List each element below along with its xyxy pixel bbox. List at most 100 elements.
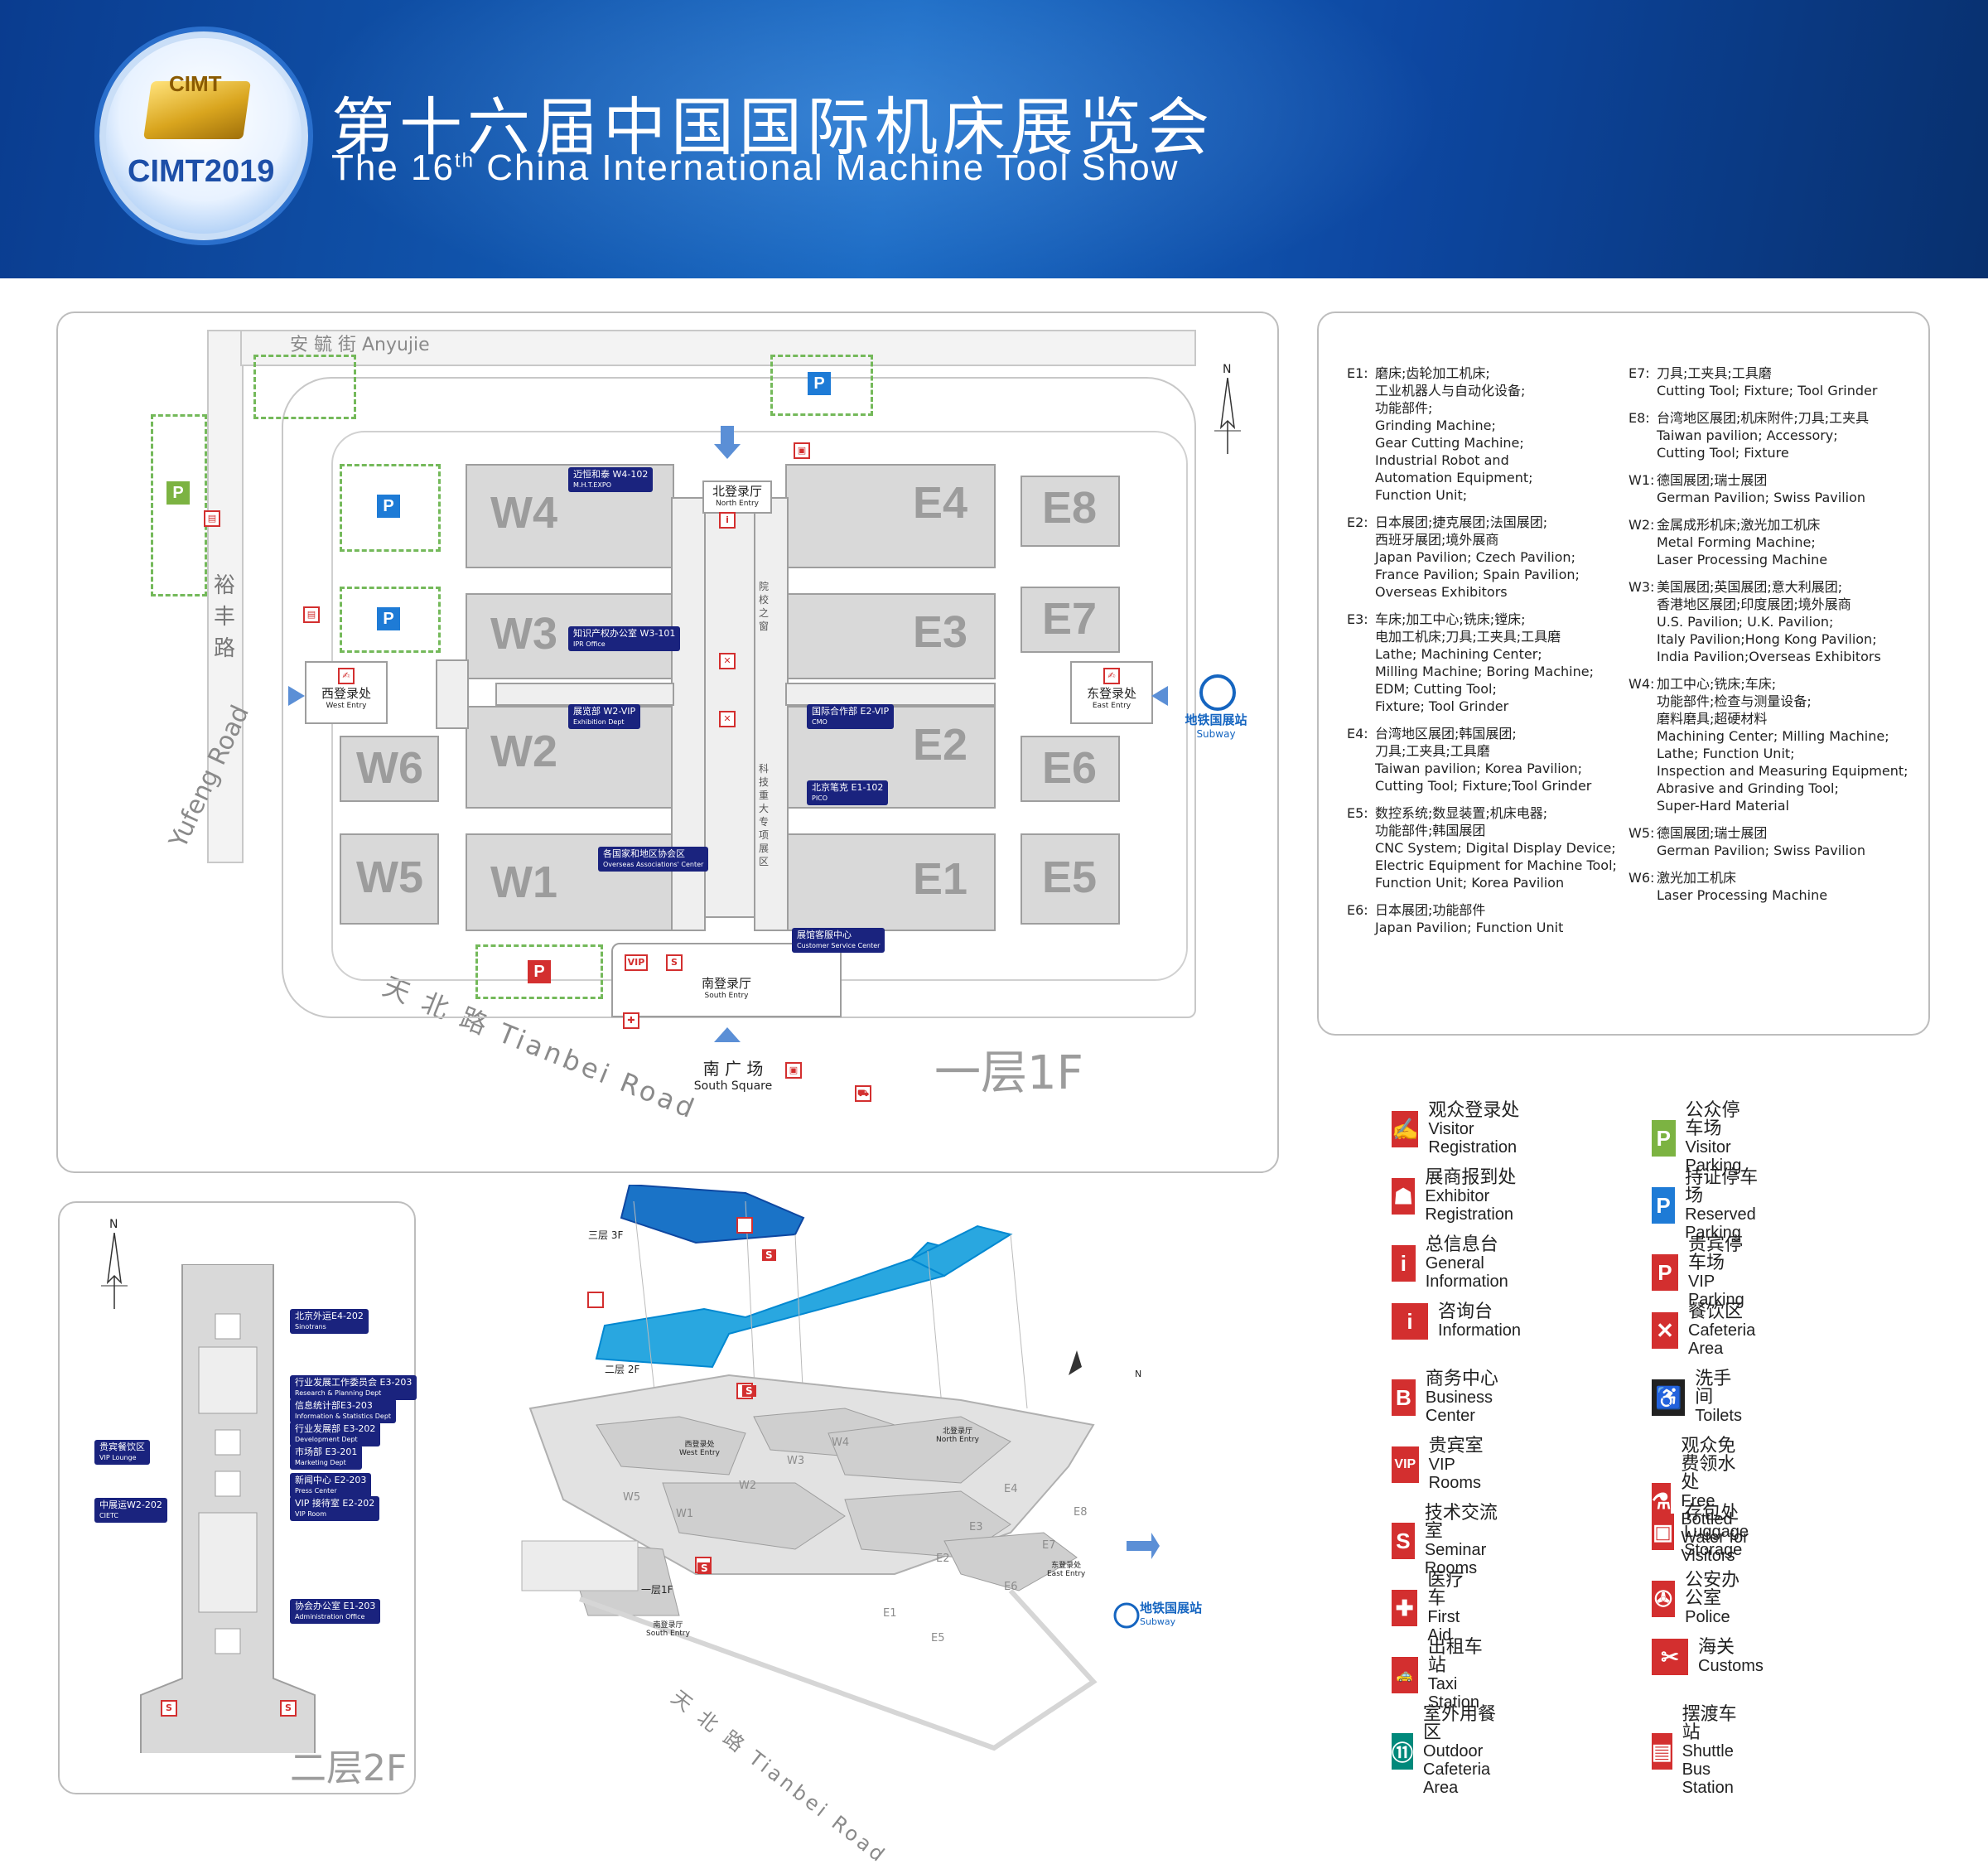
shuttle-bus-icon: ▤: [303, 606, 320, 623]
south-entry-cn: 南登录厅: [701, 976, 751, 991]
legend-hall-line: France Pavilion; Spain Pavilion;: [1375, 567, 1580, 582]
hall-w5[interactable]: W5: [340, 833, 439, 925]
legend-hall-line: Overseas Exhibitors: [1375, 584, 1508, 600]
east-arrow-icon: [1151, 686, 1168, 706]
legend-hall-line: Japan Pavilion; Function Unit: [1375, 920, 1564, 935]
title-en-post: China International Machine Tool Show: [475, 147, 1180, 188]
visitor-registration-icon: ✍: [1392, 1111, 1419, 1147]
north-entry[interactable]: 北登录厅 North Entry: [702, 481, 772, 514]
legend-hall-line: 金属成形机床;激光加工机床: [1657, 517, 1821, 533]
iso-west-entry-cn: 西登录处: [684, 1441, 715, 1449]
iso-east-entry-cn: 东登录处: [1051, 1562, 1082, 1570]
reserved-parking-icon: P: [377, 607, 400, 630]
icon-legend-en: Luggage Storage: [1684, 1523, 1749, 1559]
legend-hall-line: 数控系统;数显装置;机床电器;: [1375, 805, 1548, 821]
iso-north-entry-en: North Entry: [936, 1436, 979, 1444]
parking-area-west: P: [151, 414, 207, 596]
icon-legend-cn: 观众免费领水处: [1681, 1436, 1736, 1493]
iso-hall-label: E1: [883, 1607, 897, 1620]
tag-w2-202-cn: 中展运W2-202: [99, 1500, 162, 1510]
hall-e5[interactable]: E5: [1021, 833, 1120, 925]
hall-w6[interactable]: W6: [340, 736, 439, 802]
south-square-cn: 南 广 场: [702, 1059, 764, 1079]
tag-e1-102-cn: 北京笔克 E1-102: [812, 782, 884, 793]
tag-e3-203-info-cn: 信息统计部E3-203: [295, 1400, 373, 1411]
icon-legend-en: Visitor Registration: [1428, 1120, 1518, 1157]
icon-legend-en: VIP Rooms: [1428, 1456, 1481, 1492]
hall-e7[interactable]: E7: [1021, 587, 1120, 653]
iso-north-entry-cn: 北登录厅: [942, 1427, 972, 1436]
legend-hall-line: Metal Forming Machine;: [1657, 534, 1816, 550]
tag-overseas-cn: 各国家和地区协会区: [603, 848, 685, 859]
taxi-station-icon: ⛟: [855, 1085, 871, 1102]
hall-e8-label: E8: [1042, 483, 1098, 533]
hall-legend-panel: [1317, 312, 1930, 1036]
floor-1f-label: 一层1F: [934, 1046, 1083, 1100]
shuttle-bus-icon: ▤: [1652, 1733, 1672, 1770]
east-entry[interactable]: ✍ 东登录处 East Entry: [1070, 661, 1153, 724]
first-aid-icon: ✚: [623, 1012, 639, 1029]
south-entry[interactable]: 南登录厅 South Entry: [611, 943, 842, 1017]
legend-hall-key: E7:: [1629, 365, 1650, 381]
legend-hall-line: 磨床;齿轮加工机床;: [1375, 365, 1490, 381]
icon-legend-en: Customs: [1698, 1657, 1764, 1675]
vip-parking-icon: P: [528, 960, 551, 983]
tag-w2-vip-cn: 展览部 W2-VIP: [573, 706, 636, 717]
corridor-text-2: 科技重大专项展区: [759, 763, 770, 867]
parking-area-w4: P: [340, 464, 441, 552]
hall-e1[interactable]: E1: [785, 833, 996, 931]
legend-hall-line: 西班牙展团;境外展商: [1375, 532, 1499, 548]
hall-e3[interactable]: E3: [785, 593, 996, 679]
legend-hall-line: Grinding Machine;: [1375, 418, 1496, 433]
iso-hall-label: E4: [1004, 1483, 1018, 1495]
hall-w2-label: W2: [490, 727, 557, 776]
iso-subway-en: Subway: [1140, 1616, 1176, 1627]
tag-e4-202-cn: 北京外运E4-202: [295, 1311, 364, 1321]
tag-w4-102-cn: 迈恒和泰 W4-102: [573, 469, 649, 480]
icon-legend-en: Information: [1438, 1321, 1522, 1340]
hall-w3-label: W3: [490, 609, 557, 659]
hall-e7-label: E7: [1042, 594, 1098, 644]
tag-e1-102-en: PICO: [812, 794, 828, 802]
tag-vip-lounge-cn: 贵宾餐饮区: [99, 1442, 145, 1452]
legend-hall-key: E2:: [1347, 514, 1368, 530]
legend-hall-line: 车床;加工中心;铣床;镗床;: [1375, 611, 1526, 627]
west-entry[interactable]: ✍ 西登录处 West Entry: [305, 661, 388, 724]
information-icon: i: [1392, 1303, 1428, 1340]
legend-hall-key: E5:: [1347, 805, 1368, 821]
icon-legend-en: Shuttle Bus Station: [1682, 1742, 1734, 1797]
legend-hall-line: 功能部件;: [1375, 400, 1433, 416]
hall-e6[interactable]: E6: [1021, 736, 1120, 802]
hall-e8[interactable]: E8: [1021, 476, 1120, 547]
iso-hall-label: W2: [739, 1480, 757, 1492]
tag-e2-vip-cn: 国际合作部 E2-VIP: [812, 706, 890, 717]
page-title-cn: 第十六届中国国际机床展览会: [331, 90, 1214, 164]
iso-floor-1-label: 一层1F: [641, 1584, 673, 1596]
hall-e4[interactable]: E4: [785, 464, 996, 568]
exhibitor-registration-icon: ☗: [1392, 1178, 1416, 1215]
icon-legend-en: First Aid: [1427, 1608, 1460, 1644]
